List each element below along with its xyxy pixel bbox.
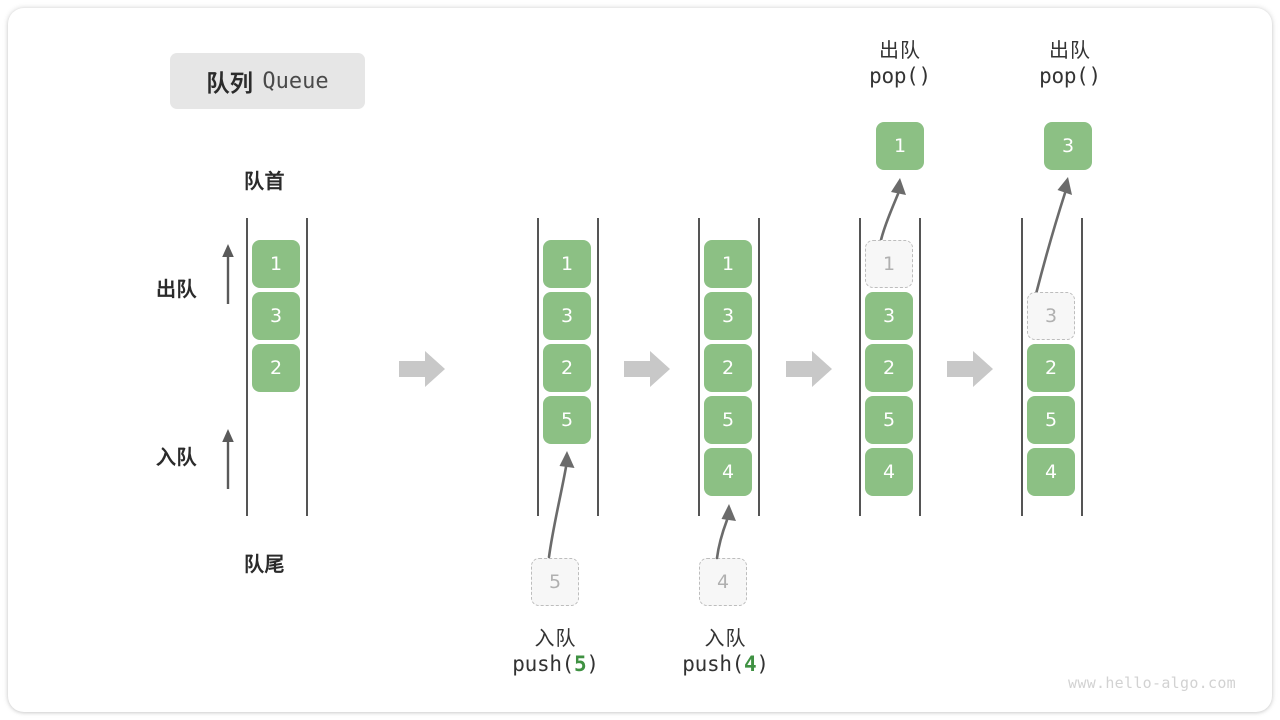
step-arrow-icon-1 (399, 349, 447, 389)
caption-pop3: 出队 pop() (990, 38, 1150, 90)
queue-ghost-box: 1 (865, 240, 913, 288)
queue-front-label: 队首 (244, 169, 285, 193)
queue-rail-right-push4 (758, 218, 760, 516)
enqueue-direction-label: 入队 (156, 445, 197, 469)
queue-rail-right-pop3 (1081, 218, 1083, 516)
caption-push5-code: push(5) (512, 652, 599, 676)
queue-item-box: 2 (543, 344, 591, 392)
step-arrow-icon-3 (786, 349, 834, 389)
queue-item-box: 4 (704, 448, 752, 496)
queue-item-box: 2 (865, 344, 913, 392)
queue-ghost-box: 3 (1027, 292, 1075, 340)
queue-rail-left-pop1 (859, 218, 861, 516)
enqueue-motion-arrow-4 (700, 496, 750, 560)
caption-pop1-code: pop() (869, 64, 931, 88)
caption-push5: 入队 push(5) (468, 626, 643, 678)
caption-push5-cn: 入队 (534, 626, 577, 650)
queue-item-box: 1 (252, 240, 300, 288)
incoming-value-5: 5 (531, 558, 579, 606)
dequeue-direction-arrow-icon (218, 243, 238, 305)
queue-item-box: 1 (704, 240, 752, 288)
caption-pop3-code: pop() (1039, 64, 1101, 88)
queue-rail-left-push5 (537, 218, 539, 516)
caption-pop1: 出队 pop() (820, 38, 980, 90)
queue-item-box: 2 (704, 344, 752, 392)
queue-item-box: 3 (252, 292, 300, 340)
queue-item-box: 2 (252, 344, 300, 392)
step-arrow-icon-2 (624, 349, 672, 389)
diagram-title: 队列 Queue (170, 53, 365, 109)
queue-item-box: 4 (1027, 448, 1075, 496)
queue-rail-left-pop3 (1021, 218, 1023, 516)
caption-push4-code: push(4) (682, 652, 769, 676)
dequeue-direction-label: 出队 (156, 277, 197, 301)
enqueue-motion-arrow-5 (532, 443, 582, 559)
queue-rail-right-push5 (597, 218, 599, 516)
title-cn: 队列 (206, 71, 254, 97)
incoming-ghost-box-4: 4 (699, 558, 747, 606)
queue-item-box: 5 (865, 396, 913, 444)
queue-item-box: 4 (865, 448, 913, 496)
title-en: Queue (262, 68, 329, 94)
queue-item-box: 3 (543, 292, 591, 340)
popped-box-1: 1 (876, 122, 924, 170)
queue-rail-left-initial (246, 218, 248, 516)
queue-item-box: 5 (704, 396, 752, 444)
queue-item-box: 3 (704, 292, 752, 340)
queue-rail-right-initial (306, 218, 308, 516)
caption-push4-cn: 入队 (704, 626, 747, 650)
dequeue-motion-arrow-3 (1018, 171, 1088, 296)
queue-item-box: 5 (1027, 396, 1075, 444)
step-arrow-icon-4 (947, 349, 995, 389)
incoming-ghost-box-5: 5 (531, 558, 579, 606)
site-watermark: www.hello-algo.com (1068, 674, 1236, 692)
dequeue-motion-arrow-1 (857, 172, 917, 242)
caption-pop3-cn: 出队 (1049, 38, 1091, 62)
queue-rail-right-pop1 (919, 218, 921, 516)
popped-box-3: 3 (1044, 122, 1092, 170)
popped-value-1: 1 (876, 122, 924, 170)
queue-rear-label: 队尾 (244, 552, 285, 576)
queue-rail-left-push4 (698, 218, 700, 516)
incoming-value-4: 4 (699, 558, 747, 606)
queue-item-box: 1 (543, 240, 591, 288)
caption-push4: 入队 push(4) (638, 626, 813, 678)
caption-pop1-cn: 出队 (879, 38, 921, 62)
queue-item-box: 5 (543, 396, 591, 444)
queue-item-box: 2 (1027, 344, 1075, 392)
queue-item-box: 3 (865, 292, 913, 340)
popped-value-3: 3 (1044, 122, 1092, 170)
enqueue-direction-arrow-icon (218, 428, 238, 490)
